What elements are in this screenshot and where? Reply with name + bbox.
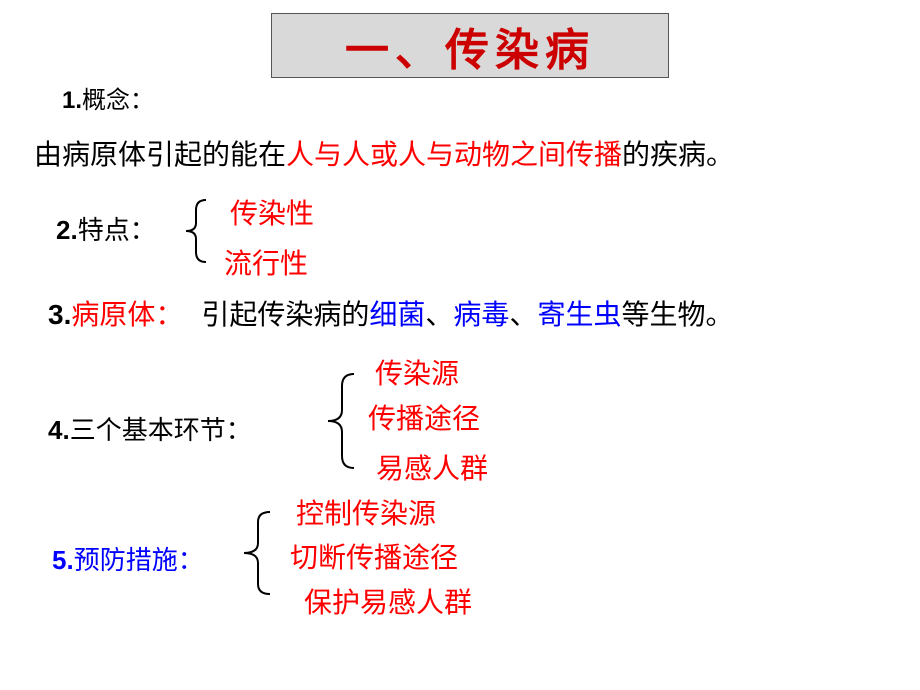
feature-item-2: 流行性 [224,247,309,280]
section-4-heading: 4.三个基本环节： [48,410,252,447]
page-title: 一、传染病 [345,24,595,76]
section-3-number: 3. [48,299,72,330]
section-2-number: 2. [56,215,78,245]
section-2-brace [180,198,210,264]
section-3-line: 3.病原体：引起传染病的细菌、病毒、寄生虫等生物。 [48,293,733,333]
pathogen-parasite: 寄生虫 [537,298,622,331]
link-item-1: 传染源 [375,357,460,390]
definition-highlight: 人与人或人与动物之间传播 [286,138,623,171]
definition-suffix: 的疾病。 [622,138,735,171]
section-5-brace [238,510,274,596]
link-item-2: 传播途径 [368,402,481,435]
definition-prefix: 由病原体引起的能在 [34,138,287,171]
pathogen-virus: 病毒 [453,298,510,331]
section-4-label: 三个基本环节： [69,416,252,446]
section-3-label: 病原体： [71,298,184,331]
section-4-brace [322,372,358,470]
pathogen-separator-1: 、 [425,298,454,331]
pathogen-bacteria: 细菌 [369,298,426,331]
section-2-heading: 2.特点： [56,210,156,247]
section-2-label: 特点： [77,216,156,246]
section-1-heading: 1.概念： [62,80,154,115]
prevention-item-1: 控制传染源 [296,497,437,530]
section-1-number: 1. [62,87,83,114]
pathogen-separator-2: 、 [509,298,538,331]
link-item-3: 易感人群 [376,452,489,485]
section-5-number: 5. [52,545,74,575]
definition-line: 由病原体引起的能在人与人或人与动物之间传播的疾病。 [34,133,734,173]
section-5-label: 预防措施： [73,546,204,576]
section-1-label: 概念： [82,86,155,114]
prevention-item-2: 切断传播途径 [290,541,459,574]
feature-item-1: 传染性 [230,197,315,230]
prevention-item-3: 保护易感人群 [304,586,473,619]
section-5-heading: 5.预防措施： [52,540,204,577]
section-4-number: 4. [48,415,70,445]
section-3-text-1: 引起传染病的 [201,298,370,331]
section-3-text-2: 等生物。 [621,298,734,331]
title-box: 一、传染病 [271,13,669,78]
